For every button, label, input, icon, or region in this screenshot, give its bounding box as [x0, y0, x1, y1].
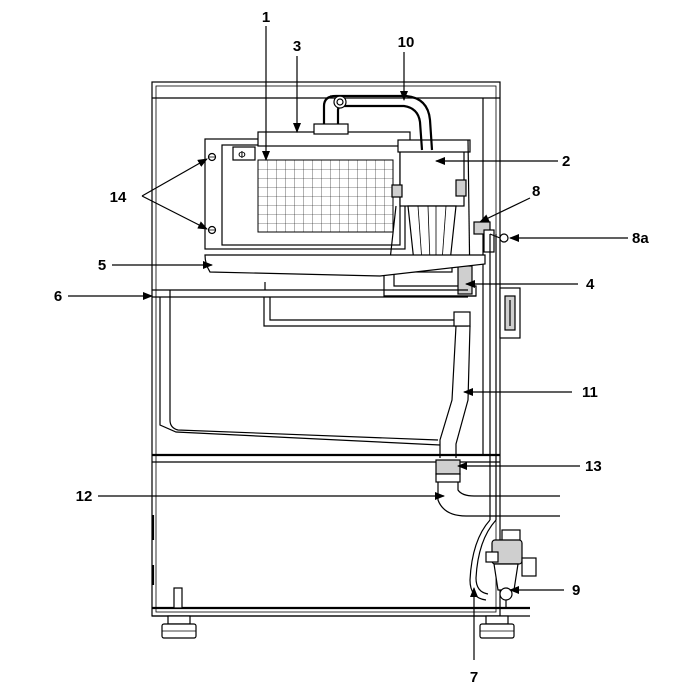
callout-1: 1: [262, 9, 270, 26]
svg-text:Φ: Φ: [238, 150, 246, 161]
callout-4: 4: [586, 276, 595, 293]
drain-line: [437, 482, 560, 517]
water-inlet-fitting: [473, 221, 509, 253]
callout-8a: 8a: [632, 230, 649, 247]
callout-13: 13: [585, 458, 602, 475]
ice-deflector: [204, 254, 486, 277]
water-line: [469, 234, 497, 601]
leader-14a: [141, 158, 208, 197]
callout-2: 2: [562, 153, 570, 170]
water-distribution-tube: [257, 123, 411, 147]
water-valve: [485, 529, 537, 608]
callout-11: 11: [582, 384, 598, 401]
drain-fitting: [435, 459, 461, 483]
callout-14: 14: [110, 189, 127, 206]
leader-14b: [141, 195, 208, 230]
leader-8: [479, 197, 531, 223]
evaporator-assembly: Φ: [204, 138, 406, 250]
callout-9: 9: [572, 582, 580, 599]
leader-lines: [68, 26, 628, 660]
ice-bin: [152, 282, 468, 446]
callout-5: 5: [98, 257, 106, 274]
drain-tube: [439, 311, 471, 458]
callout-7: 7: [470, 669, 478, 686]
callout-10: 10: [398, 34, 415, 51]
callout-6: 6: [54, 288, 62, 305]
callout-12: 12: [76, 488, 93, 505]
wall-bracket: [499, 287, 521, 339]
water-tube: [322, 94, 434, 151]
callout-labels: 1 3 10 2 8 8a 14 5 4 6 11 13 12 9 7: [54, 9, 650, 686]
leveling-foot-left: [161, 587, 197, 639]
callout-3: 3: [293, 38, 301, 55]
leveling-foot-right: [479, 615, 515, 639]
callout-8: 8: [532, 183, 540, 200]
